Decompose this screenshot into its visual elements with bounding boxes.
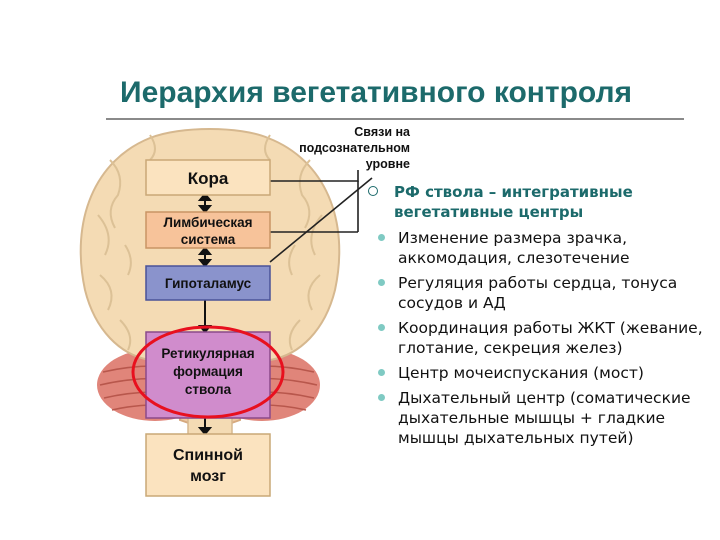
list-item-text: Координация работы ЖКТ (жевание, глотани… [398, 319, 703, 357]
dot-bullet-icon [378, 324, 385, 331]
ring-bullet-icon [368, 186, 378, 196]
list-item: Дыхательный центр (соматические дыхатель… [368, 388, 708, 448]
main-bullet: РФ ствола – интегративные вегетативные ц… [368, 182, 708, 222]
subconscious-links [269, 170, 373, 263]
page-title: Иерархия вегетативного контроля [120, 76, 633, 109]
highlight-circle [131, 325, 285, 419]
list-item: Центр мочеиспускания (мост) [368, 363, 708, 383]
box-reticular-label-2: формация [173, 364, 243, 379]
sub-bullet-list: Изменение размера зрачка, аккомодация, с… [368, 228, 708, 448]
list-item-text: Регуляция работы сердца, тонуса сосудов … [398, 274, 678, 312]
subconscious-note: Связи на подсознательном уровне [282, 124, 410, 172]
list-item: Регуляция работы сердца, тонуса сосудов … [368, 273, 708, 313]
note-line-1: Связи на [354, 125, 410, 139]
box-hypothalamus: Гипоталамус [145, 265, 271, 301]
box-hypothalamus-label: Гипоталамус [165, 276, 252, 291]
dot-bullet-icon [378, 234, 385, 241]
box-limbic-label-2: система [181, 232, 236, 247]
box-spinal-label-2: мозг [190, 468, 226, 485]
box-reticular-formation: Ретикулярная формация ствола [145, 331, 271, 419]
box-spinal-label-1: Спинной [173, 447, 243, 464]
list-item-text: Дыхательный центр (соматические дыхатель… [398, 389, 691, 447]
title-divider [106, 118, 684, 120]
main-bullet-text: РФ ствола – интегративные вегетативные ц… [394, 183, 633, 221]
box-limbic-label-1: Лимбическая [163, 215, 252, 230]
dot-bullet-icon [378, 394, 385, 401]
note-line-2: подсознательном [299, 141, 410, 155]
box-cortex: Кора [145, 159, 271, 196]
box-spinal-cord: Спинной мозг [145, 433, 271, 497]
dot-bullet-icon [378, 369, 385, 376]
list-item: Изменение размера зрачка, аккомодация, с… [368, 228, 708, 268]
dot-bullet-icon [378, 279, 385, 286]
list-item-text: Изменение размера зрачка, аккомодация, с… [398, 229, 630, 267]
box-reticular-label-3: ствола [185, 382, 232, 397]
list-item: Координация работы ЖКТ (жевание, глотани… [368, 318, 708, 358]
box-cortex-label: Кора [188, 169, 229, 188]
box-limbic-system: Лимбическая система [145, 211, 271, 249]
box-reticular-label-1: Ретикулярная [161, 346, 254, 361]
note-line-3: уровне [365, 157, 410, 171]
list-item-text: Центр мочеиспускания (мост) [398, 364, 644, 382]
function-list: РФ ствола – интегративные вегетативные ц… [368, 182, 708, 453]
